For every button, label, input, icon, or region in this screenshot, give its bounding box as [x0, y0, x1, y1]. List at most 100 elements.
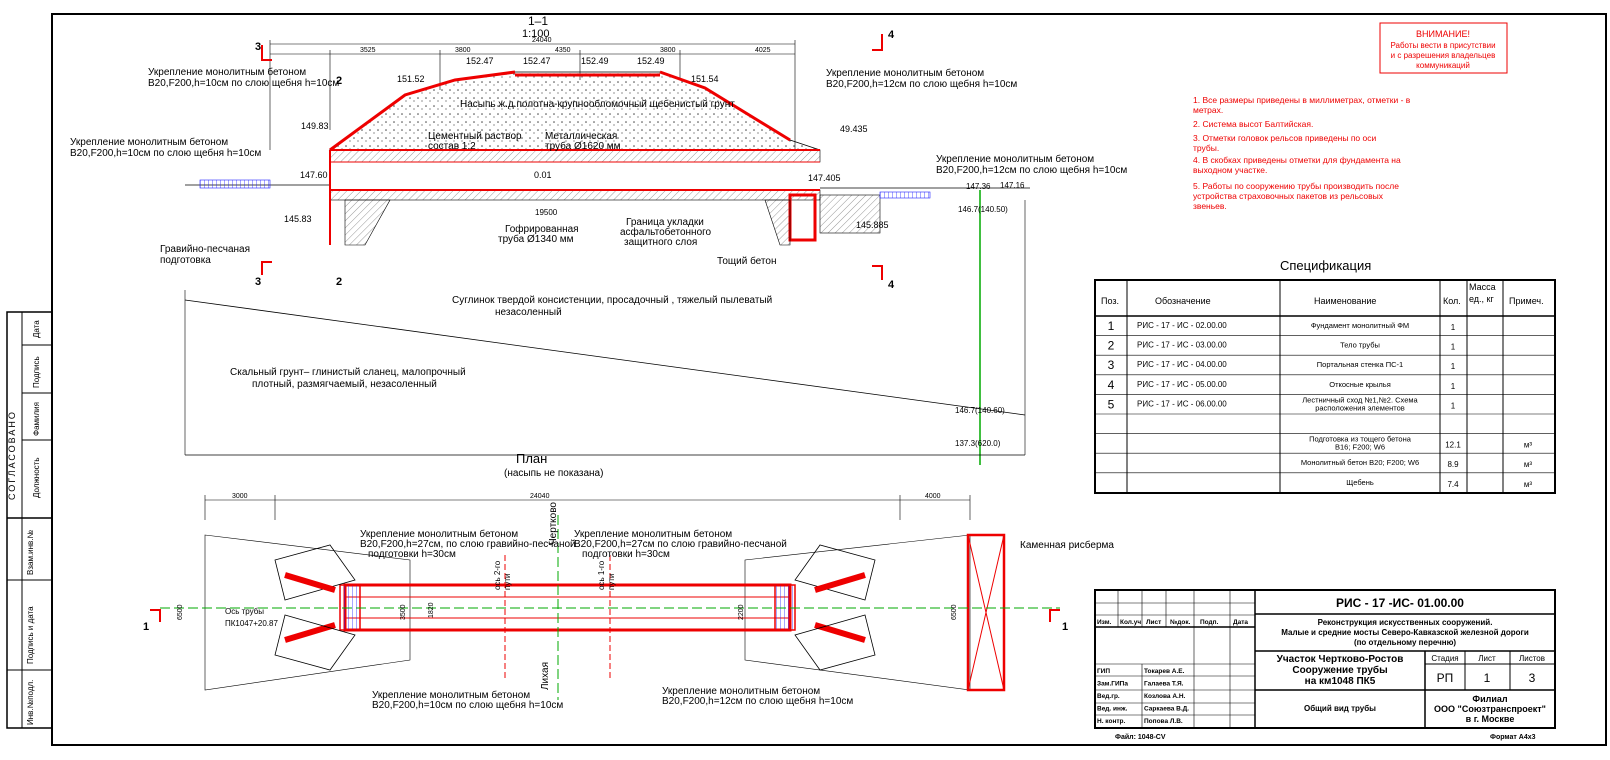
gravel-l1: Гравийно-песчаная	[160, 244, 250, 255]
spec-title: Спецификация	[1280, 258, 1371, 273]
spec-qty: 8.9	[1447, 460, 1459, 469]
reinf3-l1: Укрепление монолитным бетоном	[826, 67, 984, 79]
asphalt-l1: Граница укладки	[626, 217, 704, 228]
sheets-label: Листов	[1519, 654, 1545, 663]
pipe-length: 19500	[535, 208, 558, 217]
col-sign: Подп.	[1200, 619, 1219, 626]
marker-4-top: 4	[888, 29, 895, 41]
lean-concrete: Тощий бетон	[717, 255, 776, 267]
section-markers: 3 4 3 4 2 2	[255, 29, 895, 291]
marker-2-bottom: 2	[336, 276, 342, 288]
elevation-marks: 152.47 152.47 152.49 152.49 151.52 151.5…	[284, 56, 1025, 448]
spec-h-mass2: ед., кг	[1469, 294, 1494, 304]
elev-left-top: 151.52	[397, 74, 425, 84]
col-doc: №док.	[1170, 619, 1191, 626]
note-line: устройства страховочных пакетов из рельс…	[1193, 191, 1384, 201]
spec-pos: 1	[1108, 319, 1115, 333]
p2-l2: B20,F200,h=27см по слою гравийно-песчано…	[574, 539, 787, 550]
person-name: Токарев А.Е.	[1144, 668, 1185, 675]
col-date: Дата	[1233, 619, 1248, 626]
doc-code: РИС - 17 -ИС- 01.00.00	[1336, 596, 1464, 610]
sheet-title: Общий вид трубы	[1304, 704, 1376, 713]
spec-h-note: Примеч.	[1509, 296, 1544, 306]
stage-value: РП	[1437, 671, 1454, 685]
file-name: Файл: 1048-CV	[1115, 733, 1166, 741]
spec-qty: 1	[1451, 362, 1456, 371]
rock-l2: плотный, размягчаемый, незасоленный	[252, 379, 437, 390]
spec-name: Щебень	[1346, 478, 1374, 487]
spec-note: м³	[1524, 480, 1533, 489]
p2-l3: подготовки h=30см	[582, 549, 670, 560]
plan-dim-3500: 3500	[400, 604, 407, 620]
spec-name: Лестничный сход №1,№2. Схема	[1302, 395, 1418, 404]
reinf4-l1: Укрепление монолитным бетоном	[936, 153, 1094, 165]
plan-dimensions	[204, 495, 971, 520]
spec-pos: 3	[1108, 358, 1115, 372]
spec-h-mass1: Масса	[1469, 282, 1496, 292]
loam-l1: Суглинок твердой консистенции, просадочн…	[452, 295, 772, 306]
plan-dim-total: 24040	[530, 493, 550, 500]
p3-l1: Укрепление монолитным бетоном	[372, 689, 530, 701]
spec-qty: 1	[1451, 382, 1456, 391]
note-line: метрах.	[1193, 105, 1223, 115]
dim-1: 3525	[360, 47, 376, 54]
spec-h-qty: Кол.	[1443, 296, 1461, 306]
warning-line-3: коммуникаций	[1416, 61, 1470, 70]
elev-145-885: 145.885	[856, 220, 889, 230]
org-l1: Филиал	[1472, 694, 1507, 704]
person-name: Галаева Т.Я.	[1144, 681, 1184, 688]
title-block: РИС - 17 -ИС- 01.00.00 Реконструкция иск…	[1094, 589, 1556, 741]
spec-table: Поз. Обозначение Наименование Кол. Масса…	[1094, 279, 1556, 494]
person-role: Зам.ГИПа	[1097, 681, 1128, 688]
loam-l2: незасоленный	[495, 307, 562, 318]
section-l3: на км1048 ПК5	[1305, 676, 1376, 687]
track1-plan-l1: ось 1-го	[597, 560, 606, 590]
plan-pipe	[160, 515, 1060, 700]
org-l2: ООО "Союзтранспроект"	[1434, 704, 1546, 714]
asphalt-l2: асфальтобетонного	[620, 226, 712, 238]
spec-designation: РИС - 17 - ИС - 03.00.00	[1137, 341, 1227, 350]
sheet-value: 1	[1484, 671, 1491, 685]
elev-slope: 0.01	[534, 170, 552, 180]
riprap-label: Каменная рисберма	[1020, 539, 1114, 551]
note-line: 1. Все размеры приведены в миллиметрах, …	[1193, 95, 1411, 105]
spec-name: Тело трубы	[1340, 341, 1380, 350]
note-line: звеньев.	[1193, 201, 1227, 211]
section-title: 1–1	[528, 14, 548, 28]
pipe-body	[184, 149, 1030, 465]
elev-146-7b: 146.7(140.60)	[955, 406, 1005, 415]
notes: 1. Все размеры приведены в миллиметрах, …	[1193, 95, 1411, 211]
spec-designation: РИС - 17 - ИС - 05.00.00	[1137, 380, 1227, 389]
fill-label: Насыпь ж.д.полотна-крупнообломочный щебе…	[460, 98, 735, 110]
spec-designation: РИС - 17 - ИС - 04.00.00	[1137, 360, 1227, 369]
section-dimensions	[269, 40, 796, 150]
spec-h-pos: Поз.	[1101, 296, 1119, 306]
p1-l1: Укрепление монолитным бетоном	[360, 528, 518, 540]
col-izm: Изм.	[1097, 619, 1112, 626]
stamp-date: Дата	[32, 320, 41, 338]
note-line: выходном участке.	[1193, 165, 1267, 175]
metal-pipe-l1: Металлическая	[545, 131, 617, 142]
spec-qty: 1	[1451, 343, 1456, 352]
track2-plan-l2: пути	[503, 574, 512, 590]
plan-dim-left: 3000	[232, 493, 248, 500]
spec-qty: 7.4	[1447, 480, 1459, 489]
elev-rail-2: 152.47	[523, 56, 551, 66]
plan-dim-6500-left: 6500	[177, 604, 184, 620]
marker-4-bottom: 4	[888, 279, 895, 291]
spec-designation: РИС - 17 - ИС - 02.00.00	[1137, 321, 1227, 330]
p4-l2: B20,F200,h=12см по слою щебня h=10см	[662, 695, 853, 707]
corrugated-l2: труба Ø1340 мм	[498, 233, 574, 245]
org-l3: в г. Москве	[1466, 714, 1515, 724]
reinf2-l2: B20,F200,h=10см по слою щебня h=10см	[70, 147, 261, 159]
elev-137: 137.3(620.0)	[955, 439, 1001, 448]
elev-49: 49.435	[840, 124, 868, 134]
elev-147-60: 147.60	[300, 170, 328, 180]
stamp-position: Должность	[32, 458, 41, 499]
spec-qty: 12.1	[1445, 441, 1461, 450]
spec-name-2: расположения элементов	[1315, 403, 1405, 412]
sheets-value: 3	[1529, 671, 1536, 685]
dim-total: 24040	[532, 37, 552, 44]
track1-plan-l2: пути	[607, 574, 616, 590]
